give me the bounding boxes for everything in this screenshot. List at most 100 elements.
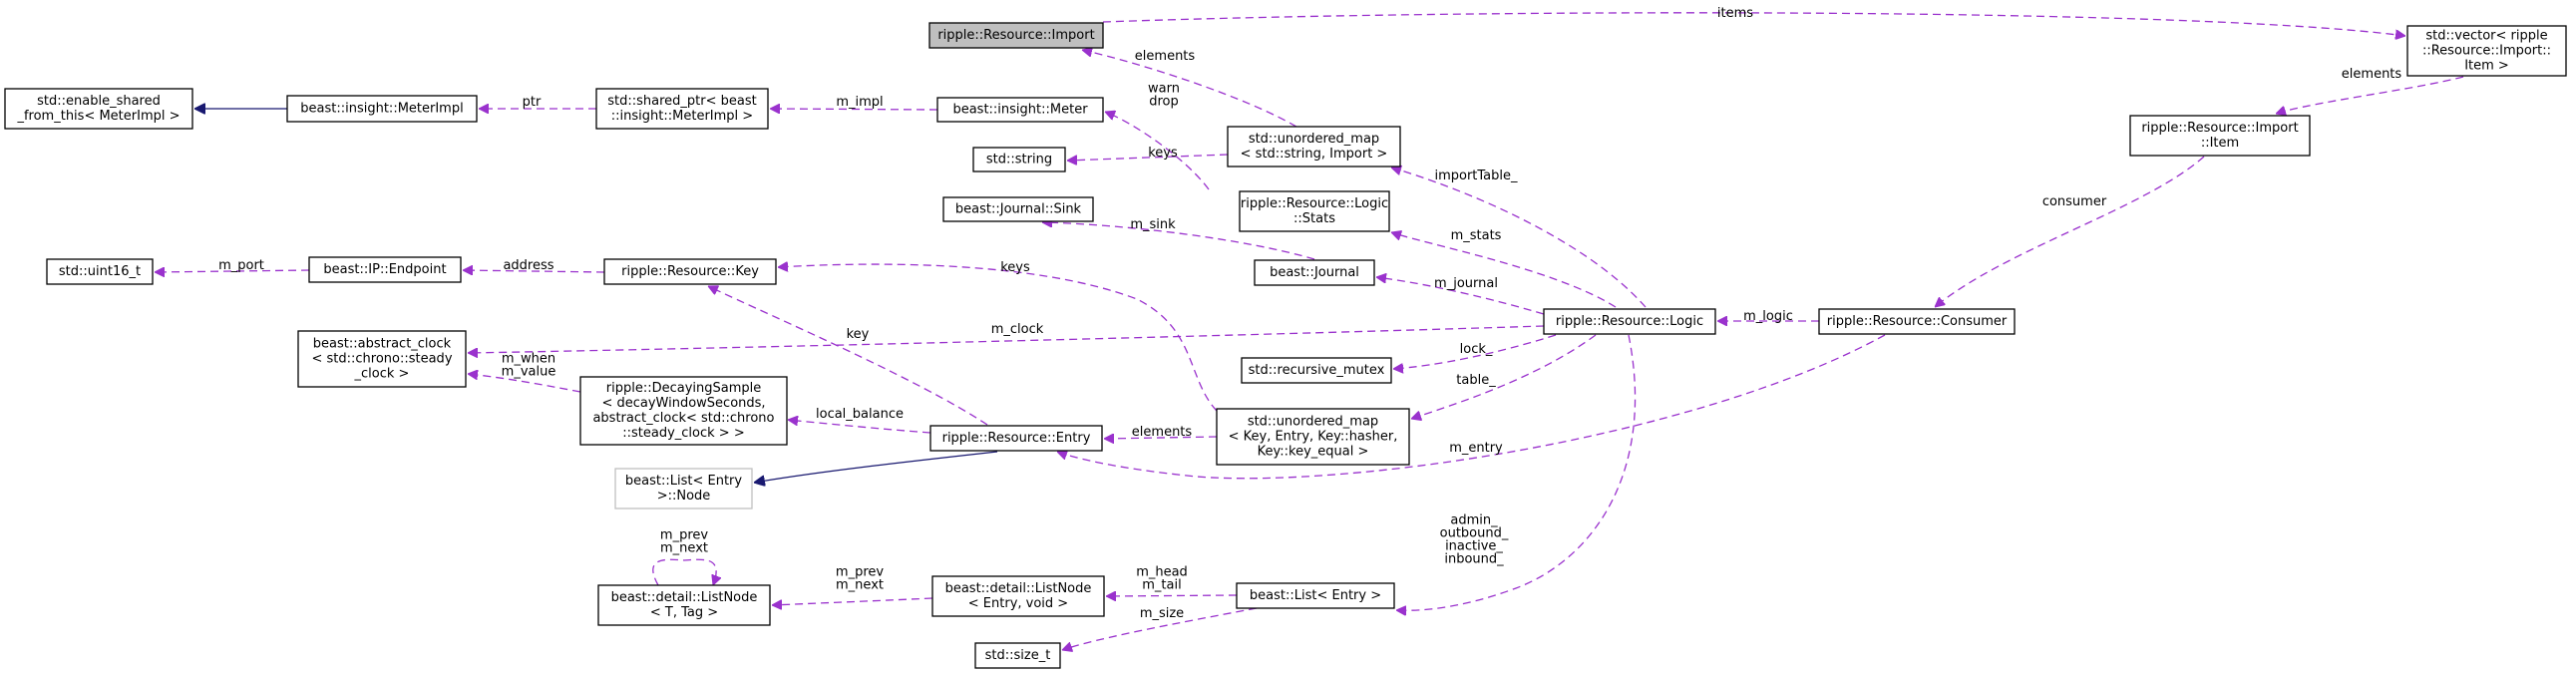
class-node-logic[interactable]: ripple::Resource::Logic [1543,308,1716,335]
class-node-size-t[interactable]: std::size_t [974,642,1061,669]
edge-label-m-port: m_port [218,258,264,273]
class-name-line: ::Resource::Import:: [2422,44,2551,59]
class-box[interactable] [929,425,1103,452]
class-node-unordered-map-import[interactable]: std::unordered_map< std::string, Import … [1227,126,1401,168]
class-box[interactable] [286,95,478,123]
class-box[interactable] [936,97,1104,123]
class-node-endpoint[interactable]: beast::IP::Endpoint [308,256,462,283]
class-name-line: ripple::DecayingSample [606,381,762,396]
class-node-meter-impl[interactable]: beast::insight::MeterImpl [286,95,478,123]
class-name-line: beast::insight::Meter [952,103,1088,118]
class-box[interactable] [942,196,1094,222]
usage-arrow [468,374,581,393]
class-box[interactable] [1241,357,1392,384]
class-box[interactable] [1227,126,1401,168]
edge-label-prev-next-self: m_next [660,541,708,556]
class-node-unordered-map-key[interactable]: std::unordered_map< Key, Entry, Key::has… [1216,408,1410,466]
edge-elements-vector: elements [2276,67,2464,114]
class-box[interactable] [297,330,467,388]
class-name-line: < Entry, void > [968,596,1068,611]
usage-arrow [1057,334,1886,480]
class-name-line: ripple::Resource::Consumer [1827,314,2008,329]
usage-arrow [1391,232,1617,308]
class-box[interactable] [595,88,769,130]
class-box[interactable] [1216,408,1410,466]
class-name-line: beast::Journal::Sink [955,202,1082,217]
edge-m-logic: m_logic [1717,309,1819,324]
class-node-uint16[interactable]: std::uint16_t [46,258,154,285]
class-node-journal-sink[interactable]: beast::Journal::Sink [942,196,1094,222]
edge-label-key: key [847,327,870,342]
class-node-entry[interactable]: ripple::Resource::Entry [929,425,1103,452]
edge-m-impl: m_impl [770,95,938,110]
usage-arrow [788,420,931,434]
class-name-line: < T, Tag > [650,605,718,620]
edge-local-balance: local_balance [788,407,931,434]
class-name-line: ::insight::MeterImpl > [611,109,753,124]
class-box[interactable] [614,468,753,509]
class-name-line: std::uint16_t [59,264,141,279]
class-node-key[interactable]: ripple::Resource::Key [603,258,777,285]
class-box[interactable] [597,584,771,626]
class-box[interactable] [46,258,154,285]
class-node-detail-listnode-t[interactable]: beast::detail::ListNode< T, Tag > [597,584,771,626]
class-box[interactable] [579,376,788,446]
edge-table: table_ [1411,334,1597,419]
class-box[interactable] [1239,190,1390,232]
class-name-line: beast::List< Entry > [1250,588,1381,603]
class-name-line: ::Stats [1293,211,1335,226]
edge-label-admin: outbound_ [1440,526,1509,541]
edge-label-prev-next-self: m_prev [660,528,708,543]
class-node-shared-ptr[interactable]: std::shared_ptr< beast::insight::MeterIm… [595,88,769,130]
class-node-enable-shared[interactable]: std::enable_shared_from_this< MeterImpl … [4,88,193,130]
class-box[interactable] [974,642,1061,669]
edge-label-lock: lock_ [1460,342,1493,357]
edge-label-m-journal: m_journal [1434,276,1498,291]
edge-address: address [463,258,605,273]
class-box[interactable] [1236,582,1395,609]
class-node-detail-listnode-entry[interactable]: beast::detail::ListNode< Entry, void > [931,575,1105,617]
class-node-list-entry[interactable]: beast::List< Entry > [1236,582,1395,609]
class-node-string[interactable]: std::string [972,147,1066,172]
class-node-decaying[interactable]: ripple::DecayingSample< decayWindowSecon… [579,376,788,446]
usage-arrow [1391,168,1647,308]
class-name-line: beast::detail::ListNode [611,590,758,605]
class-name-line: std::shared_ptr< beast [607,94,756,109]
usage-arrow [652,558,716,585]
class-box[interactable] [931,575,1105,617]
class-node-abstract-clock[interactable]: beast::abstract_clock< std::chrono::stea… [297,330,467,388]
edge-key: key [708,286,988,426]
class-box[interactable] [2406,25,2567,77]
edge-m-journal: m_journal [1376,276,1545,315]
class-node-consumer[interactable]: ripple::Resource::Consumer [1818,308,2016,335]
class-box[interactable] [2129,115,2311,157]
class-node-list-node-entry[interactable]: beast::List< Entry >::Node [614,468,753,509]
class-node-recursive-mutex[interactable]: std::recursive_mutex [1241,357,1392,384]
class-box[interactable] [928,22,1104,49]
class-name-line: ::steady_clock > > [622,426,744,441]
class-node-journal[interactable]: beast::Journal [1254,259,1375,286]
edge-admin: admin_outbound_inactive_inbound_ [1396,334,1637,610]
class-node-meter[interactable]: beast::insight::Meter [936,97,1104,123]
edge-label-m-entry: m_entry [1449,441,1503,456]
class-name-line: std::unordered_map [1248,415,1378,430]
class-box[interactable] [1254,259,1375,286]
edge-keys-string: keys [1067,146,1229,161]
inheritance-arrow [754,451,998,483]
class-box[interactable] [308,256,462,283]
class-node-import-item[interactable]: ripple::Resource::Import::Item [2129,115,2311,157]
class-box[interactable] [1543,308,1716,335]
class-node-vector-item[interactable]: std::vector< ripple::Resource::Import::I… [2406,25,2567,77]
class-box[interactable] [603,258,777,285]
class-box[interactable] [4,88,193,130]
class-node-import[interactable]: ripple::Resource::Import [928,22,1104,49]
class-box[interactable] [1818,308,2016,335]
class-box[interactable] [972,147,1066,172]
edge-label-local-balance: local_balance [816,407,904,422]
edge-keys-key: keys [778,260,1218,412]
class-node-logic-stats[interactable]: ripple::Resource::Logic::Stats [1239,190,1390,232]
edge-label-m-logic: m_logic [1743,309,1793,324]
